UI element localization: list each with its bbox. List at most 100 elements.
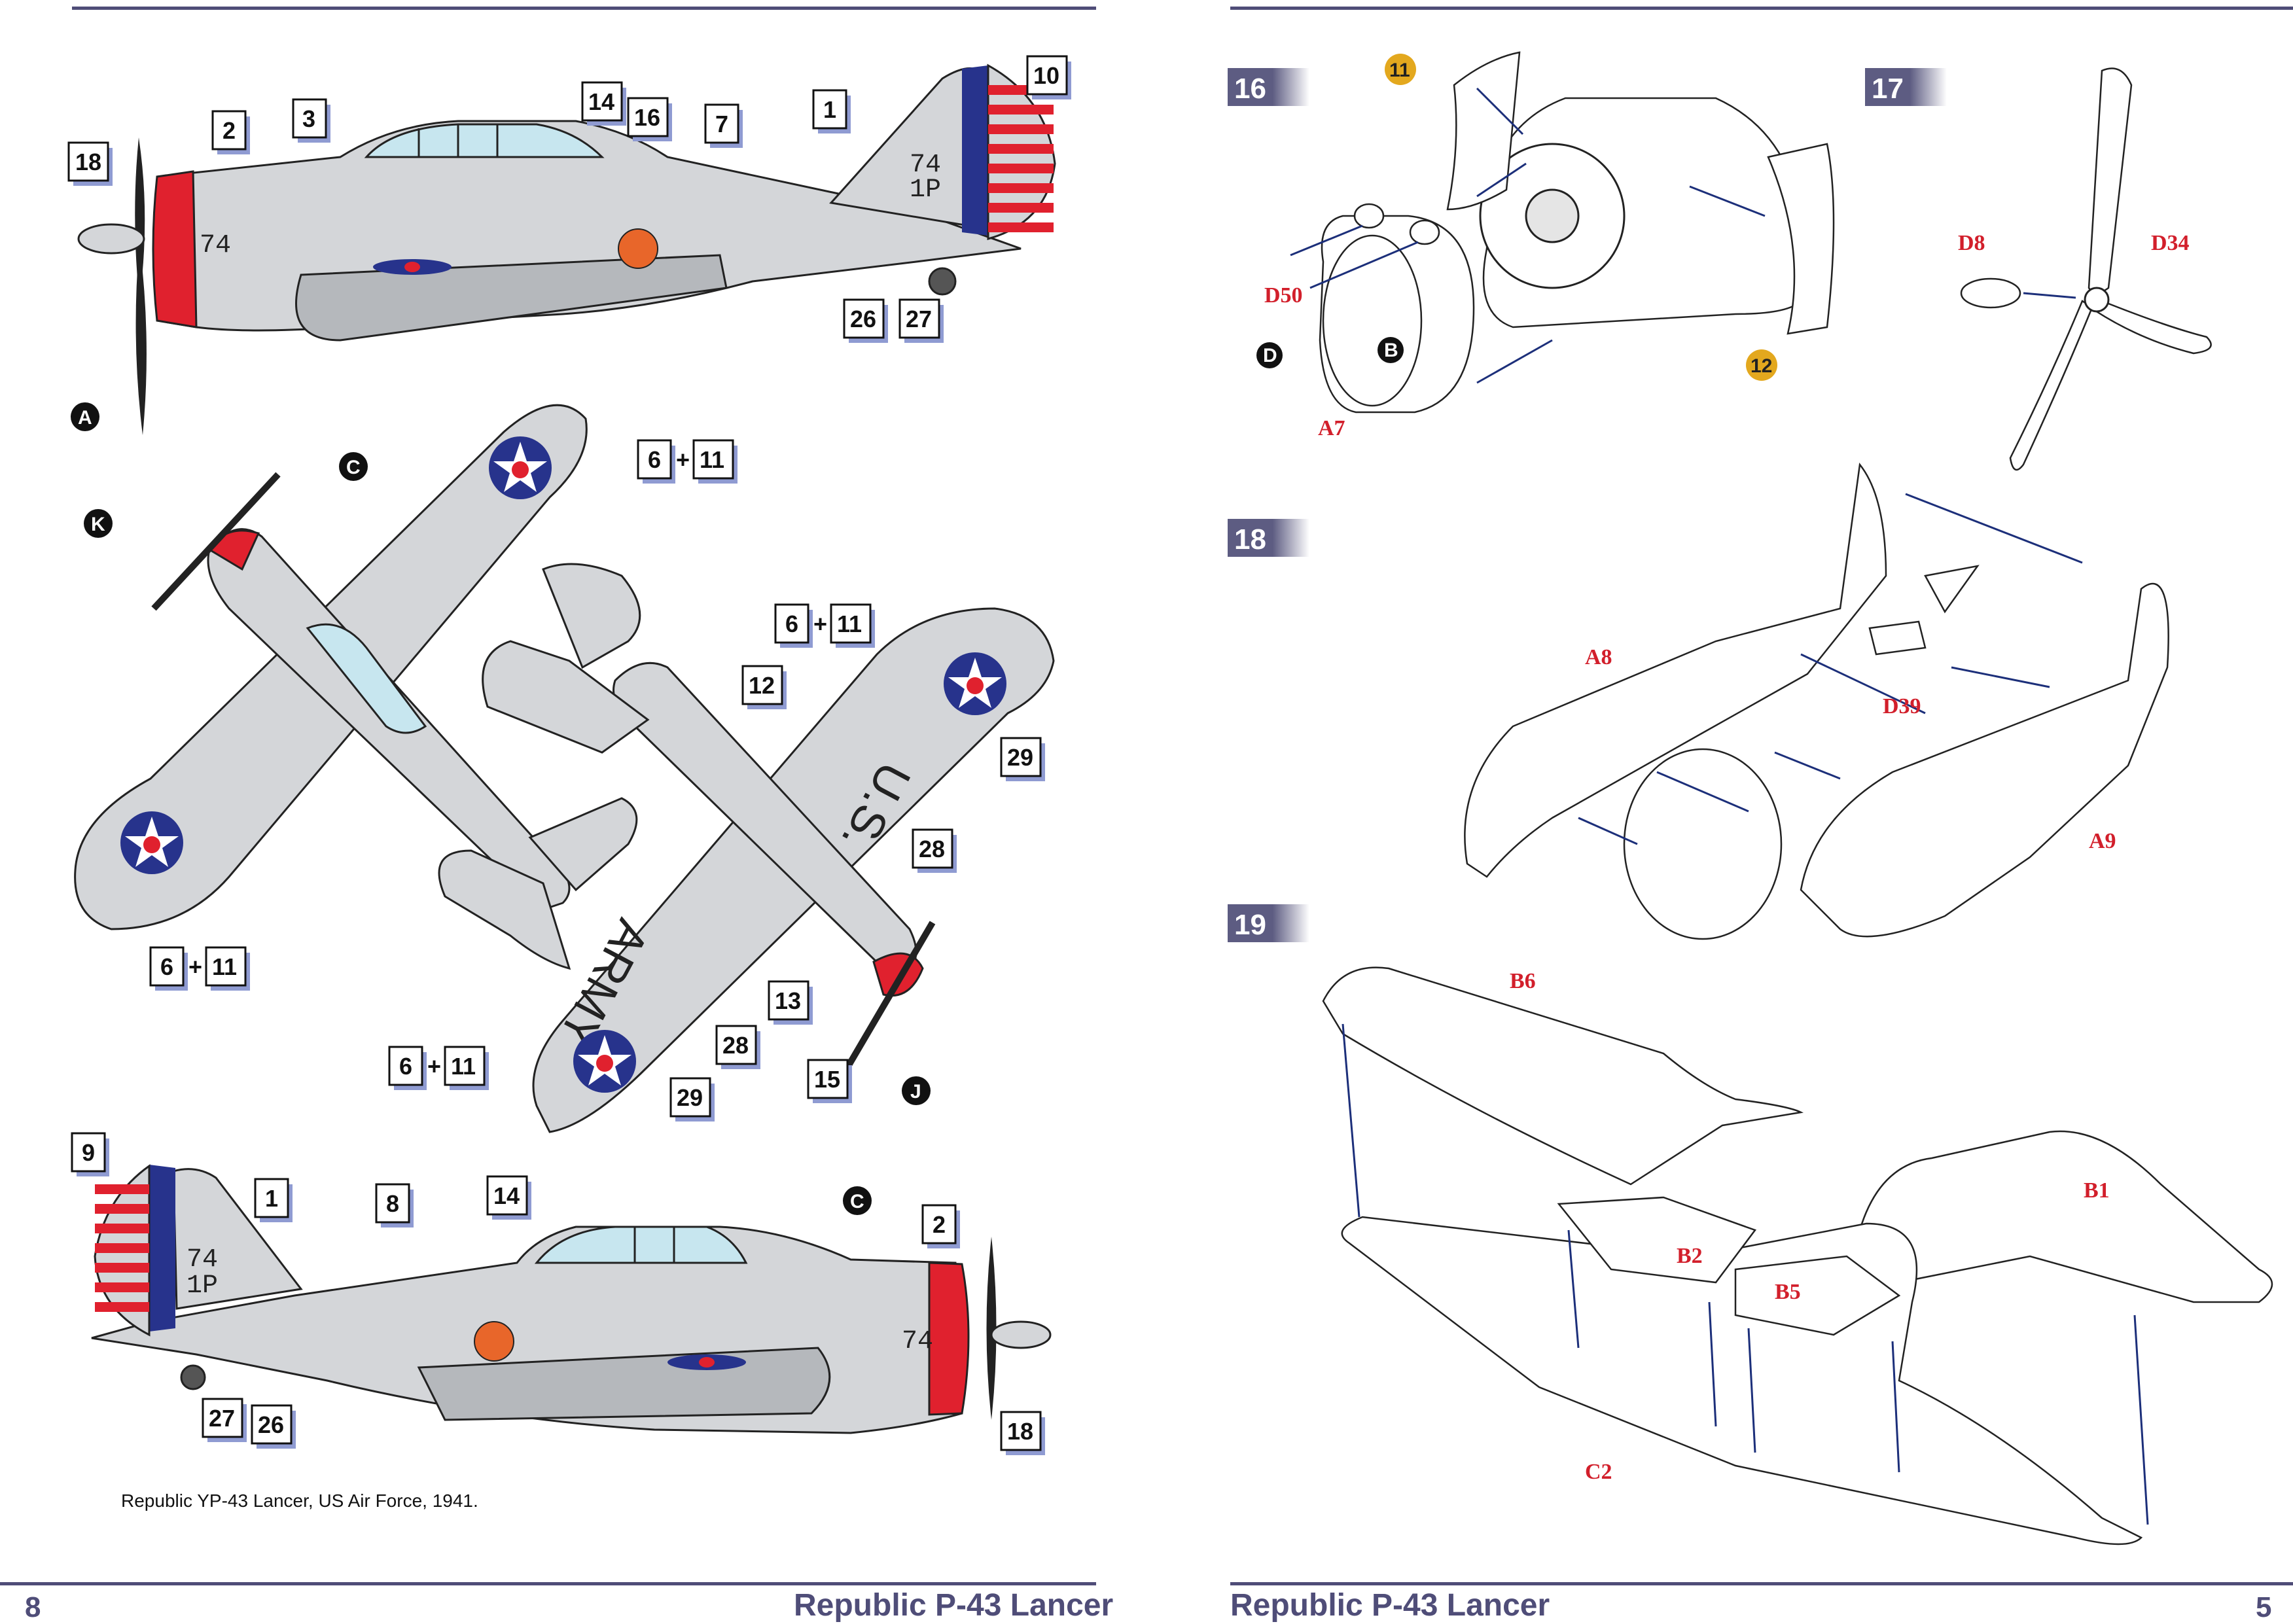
- callout-6-a: 6: [637, 439, 675, 484]
- svg-text:C: C: [346, 457, 361, 478]
- svg-text:16: 16: [634, 104, 660, 131]
- svg-text:9: 9: [82, 1139, 95, 1166]
- svg-text:11: 11: [1389, 60, 1410, 81]
- svg-text:7: 7: [715, 111, 728, 137]
- tail-wheel: [928, 267, 957, 296]
- svg-text:11: 11: [700, 446, 724, 473]
- top-side-view: 74 74 1P 18 2 3 14 16 7 1 10 26 27 A: [67, 55, 1071, 435]
- part-B5: [1734, 1255, 1901, 1336]
- label-B2: B2: [1677, 1244, 1703, 1268]
- roundel-wing-left: [120, 811, 183, 874]
- gold-marker-12: 12: [1746, 349, 1777, 381]
- plus-d: +: [427, 1053, 441, 1080]
- cowl-flap-right: [1767, 143, 1835, 335]
- arrow-18-f: [1905, 493, 2083, 564]
- callout-27: 27: [898, 298, 944, 343]
- cowl-ring: [152, 170, 198, 328]
- callout-11-c: 11: [830, 603, 875, 648]
- lower-wing-C2: [1341, 1216, 2143, 1545]
- label-D8: D8: [1958, 231, 1985, 255]
- svg-text:6: 6: [160, 953, 173, 980]
- svg-text:10: 10: [1033, 62, 1059, 89]
- roundel-underwing-right: [944, 652, 1006, 715]
- callout-16: 16: [627, 97, 672, 141]
- arrow-18-e: [1951, 666, 2050, 688]
- canopy-bottom: [534, 1226, 748, 1264]
- left-page-artwork: 74 74 1P 18 2 3 14 16 7 1 10 26 27 A: [67, 55, 1071, 1455]
- bottom-rule-right: [1230, 1582, 2293, 1585]
- letter-C-bottom: C: [843, 1186, 872, 1215]
- step-19-badge: [1228, 904, 1309, 942]
- svg-text:B: B: [1384, 340, 1398, 361]
- rudder-blue: [962, 65, 988, 236]
- callout-29-a: 29: [1000, 737, 1045, 781]
- spinner-bottom: [990, 1320, 1052, 1349]
- svg-text:A: A: [78, 407, 92, 429]
- plus-b: +: [188, 953, 202, 980]
- svg-text:K: K: [91, 514, 105, 535]
- svg-text:1: 1: [265, 1185, 278, 1212]
- arrow-19-e: [1891, 1341, 1900, 1473]
- svg-text:J: J: [910, 1081, 921, 1103]
- arrow-17: [2023, 292, 2076, 299]
- svg-text:27: 27: [209, 1405, 235, 1432]
- callout-1-bottom: 1: [254, 1178, 293, 1222]
- callout-2-bottom: 2: [921, 1204, 960, 1248]
- arrow-18-a: [1800, 653, 1926, 715]
- plan-bottom-prop: [841, 921, 936, 1075]
- rudder-blue-bottom: [149, 1165, 175, 1332]
- callout-14-bottom: 14: [486, 1175, 531, 1220]
- svg-text:28: 28: [722, 1032, 749, 1059]
- svg-text:6: 6: [785, 610, 798, 637]
- part-tailpiece: [1924, 565, 1980, 614]
- arrow-19-f: [2133, 1315, 2149, 1525]
- part-D39: [1868, 620, 1927, 656]
- canopy: [364, 123, 605, 158]
- callout-12: 12: [741, 665, 787, 709]
- fuselage-half-A8: [1464, 462, 1887, 878]
- svg-text:13: 13: [775, 987, 801, 1014]
- callout-18: 18: [67, 141, 113, 186]
- bottom-rule: [0, 1582, 1096, 1585]
- cowling-inner: [1322, 234, 1423, 407]
- arrow-19-c: [1708, 1301, 1717, 1427]
- arrow-18-d: [1578, 817, 1638, 845]
- tail-code-1-bottom: 74: [187, 1245, 218, 1275]
- callout-15: 15: [807, 1059, 852, 1103]
- step-17: 17 D8 D34: [1865, 67, 2212, 471]
- step-17-badge: [1865, 68, 1947, 106]
- svg-text:2: 2: [222, 117, 236, 144]
- tail-code-2: 1P: [910, 175, 941, 205]
- callout-27-bottom: 27: [202, 1398, 247, 1442]
- arrow-19-d: [1747, 1328, 1756, 1453]
- cowl-flap-left: [1446, 51, 1521, 211]
- letter-D: D: [1256, 342, 1283, 368]
- page-number: 8: [25, 1591, 41, 1623]
- plan-top-canopy: [306, 623, 427, 734]
- plan-bottom-nose: [872, 952, 924, 997]
- svg-text:26: 26: [850, 306, 876, 332]
- gold-marker-11: 11: [1385, 54, 1416, 85]
- arrow-18-b: [1774, 751, 1841, 780]
- svg-text:1: 1: [823, 96, 836, 123]
- svg-text:16: 16: [1234, 73, 1266, 105]
- plan-bottom-tailplane-2: [542, 563, 641, 669]
- callout-11-d: 11: [444, 1046, 489, 1090]
- callout-7: 7: [704, 103, 743, 148]
- callout-13: 13: [768, 980, 813, 1025]
- callout-14: 14: [581, 81, 626, 126]
- roundel-wing-right: [489, 436, 552, 499]
- callout-6-c: 6: [774, 603, 813, 648]
- nose-ring-bottom: [928, 1262, 970, 1416]
- part-d50-a: [1353, 203, 1385, 229]
- label-B5: B5: [1775, 1280, 1801, 1304]
- part-B2: [1557, 1196, 1757, 1284]
- svg-text:11: 11: [837, 610, 862, 637]
- arrow-16-c: [1476, 87, 1524, 135]
- prop-blade-1: [2088, 67, 2133, 294]
- callout-11-b: 11: [205, 946, 250, 991]
- letter-J: J: [902, 1076, 931, 1105]
- top-rule: [72, 7, 1096, 10]
- arrow-19-a: [1342, 1023, 1360, 1218]
- plan-top-tailplane-2: [528, 797, 638, 892]
